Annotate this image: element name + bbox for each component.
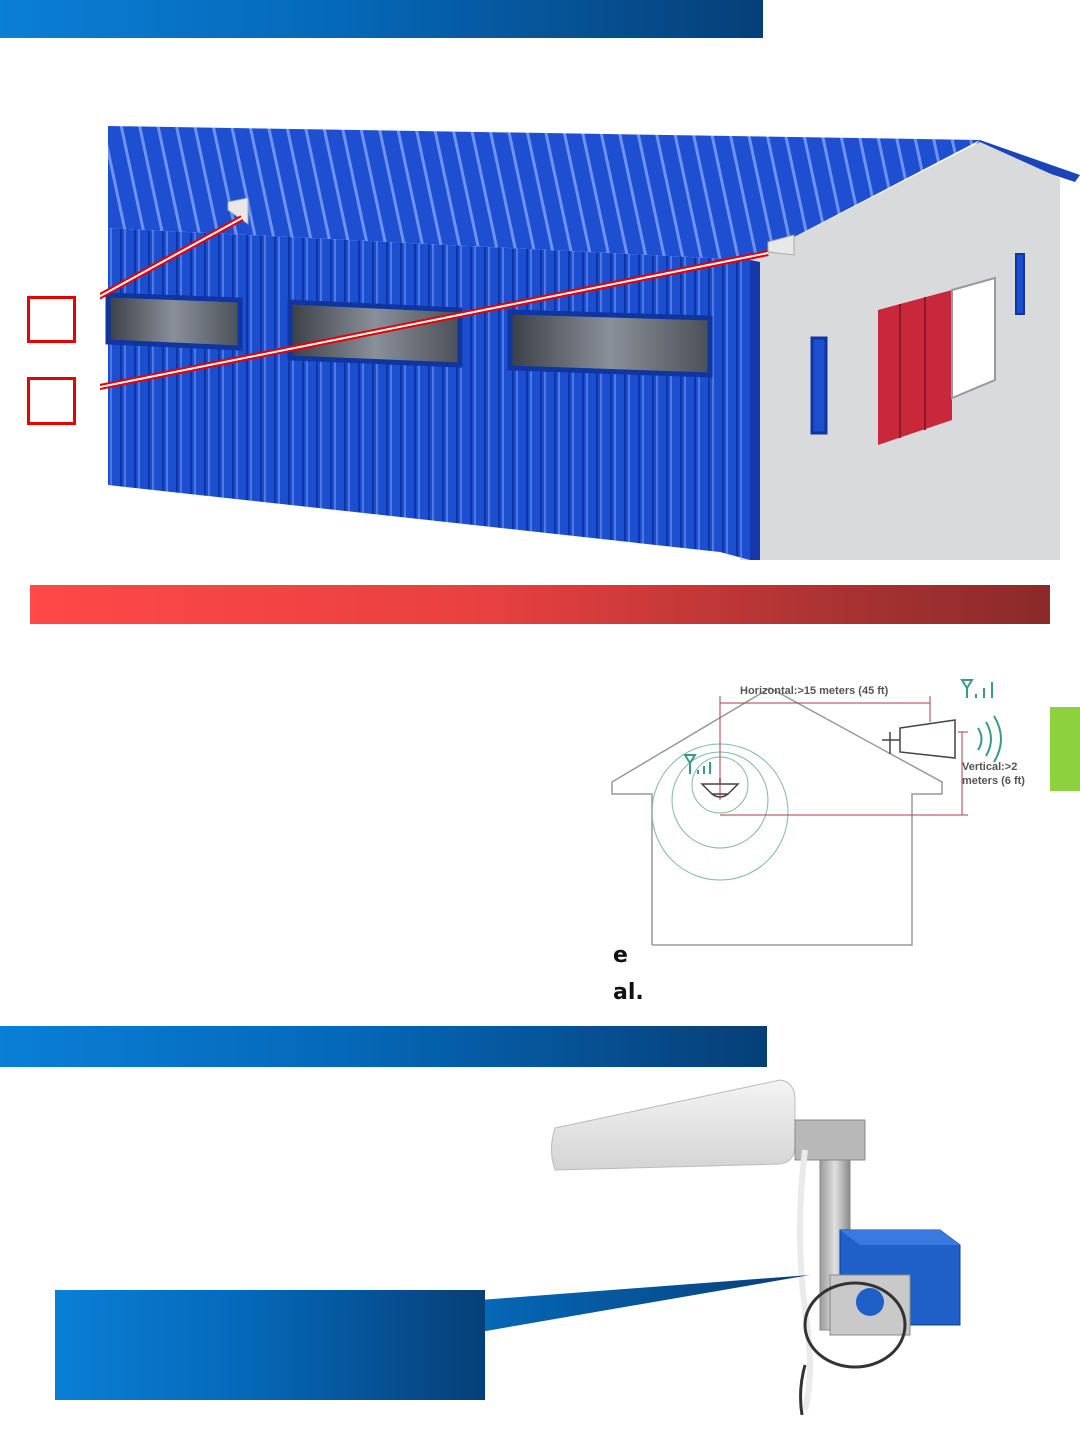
antenna-mount-illustration xyxy=(551,1079,961,1415)
antenna-roof xyxy=(227,197,249,225)
text-fragment-2: al. xyxy=(613,980,644,1005)
door xyxy=(878,290,952,445)
yagi-antenna-icon xyxy=(882,719,956,759)
section-header-bar-red xyxy=(30,585,1050,624)
antenna-gable xyxy=(767,234,795,256)
side-tab xyxy=(1050,707,1080,791)
vertical-distance-label-line1: Vertical:>2 xyxy=(962,761,1017,773)
callout-marker-1 xyxy=(27,296,76,343)
callout-marker-2 xyxy=(27,377,76,425)
log-periodic-antenna xyxy=(551,1079,796,1171)
vertical-distance-label-line2: meters (6 ft) xyxy=(962,775,1025,787)
signal-bars-icon xyxy=(960,679,993,698)
side-wall xyxy=(108,228,750,560)
callout-pointer xyxy=(480,1275,810,1332)
antenna-separation-diagram: Horizontal:>15 meters (45 ft) Vertical:>… xyxy=(611,679,1025,946)
top-header-bar xyxy=(0,0,763,38)
horizontal-distance-label: Horizontal:>15 meters (45 ft) xyxy=(740,685,889,697)
radio-waves-icon xyxy=(977,715,1002,763)
roof xyxy=(108,126,980,260)
house-outline xyxy=(611,687,943,946)
callout-box xyxy=(55,1290,485,1400)
building-illustration xyxy=(100,126,1080,560)
section-header-bar-blue xyxy=(0,1026,767,1067)
text-fragment-1: e xyxy=(613,943,628,968)
signal-bars-icon xyxy=(683,754,711,774)
